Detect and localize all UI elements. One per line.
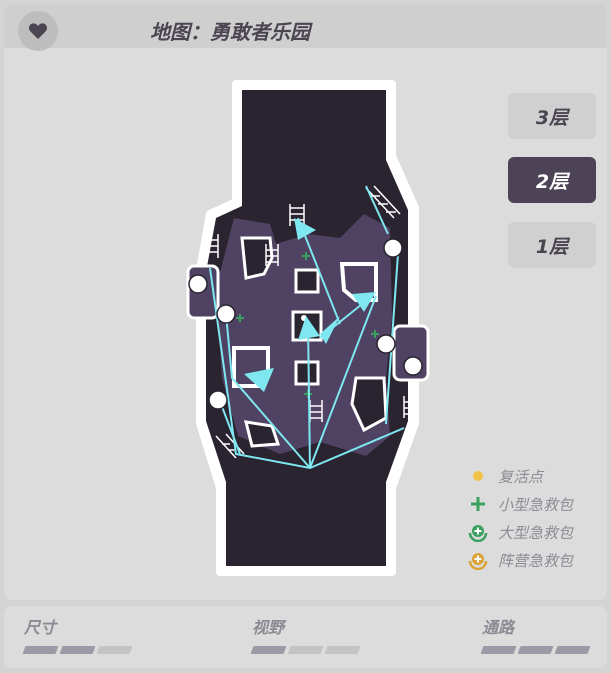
faction-medkit-icon xyxy=(468,553,488,570)
floor-tab-2[interactable]: 2层 xyxy=(508,157,596,203)
inner-wall-right xyxy=(350,376,388,433)
stat-meter-segment xyxy=(96,646,133,654)
floor-map xyxy=(186,80,430,576)
map-title: 地图：勇敢者乐园 xyxy=(150,20,310,44)
stat-meter-segment xyxy=(59,646,96,654)
inner-wall-left xyxy=(240,236,274,280)
route-nodes xyxy=(188,238,423,410)
floor-tab-1[interactable]: 1层 xyxy=(508,222,596,268)
floor-tab-3[interactable]: 3层 xyxy=(508,93,596,139)
stat-passage: 通路 xyxy=(480,614,591,654)
stat-vision-label: 视野 xyxy=(252,618,285,637)
header-bar: 地图：勇敢者乐园 xyxy=(4,4,607,51)
legend-item-small-medkit: 小型急救包 xyxy=(466,490,606,518)
stat-passage-meter xyxy=(480,646,591,654)
inner-wall-bottom-left xyxy=(243,420,281,448)
stat-vision: 视野 xyxy=(250,614,361,654)
respawn-dot-icon xyxy=(473,471,483,481)
legend-item-respawn: 复活点 xyxy=(466,462,606,490)
inner-block-top xyxy=(294,268,320,294)
legend-item-faction-medkit: 阵营急救包 xyxy=(466,546,606,574)
heart-icon xyxy=(28,23,48,39)
stat-meter-segment xyxy=(22,646,59,654)
large-medkit-icon xyxy=(468,525,488,542)
map-stats-bar: 尺寸 视野 通路 xyxy=(4,606,607,668)
inner-block-bottom xyxy=(294,360,320,386)
small-medkit-markers xyxy=(236,252,379,398)
stat-vision-meter xyxy=(250,646,361,654)
stat-size: 尺寸 xyxy=(22,614,133,654)
legend-item-large-medkit: 大型急救包 xyxy=(466,518,606,546)
stat-meter-segment xyxy=(250,646,287,654)
stat-size-label: 尺寸 xyxy=(24,618,57,637)
favorite-button[interactable] xyxy=(18,11,58,51)
stat-meter-segment xyxy=(480,646,517,654)
stat-passage-label: 通路 xyxy=(482,618,515,637)
stat-meter-segment xyxy=(554,646,591,654)
stat-meter-segment xyxy=(287,646,324,654)
map-legend: 复活点 小型急救包 大型急救包 阵营急救包 xyxy=(466,462,606,574)
stat-meter-segment xyxy=(324,646,361,654)
route-arrows xyxy=(244,218,376,392)
small-medkit-icon xyxy=(471,497,485,511)
stat-meter-segment xyxy=(517,646,554,654)
stat-size-meter xyxy=(22,646,133,654)
